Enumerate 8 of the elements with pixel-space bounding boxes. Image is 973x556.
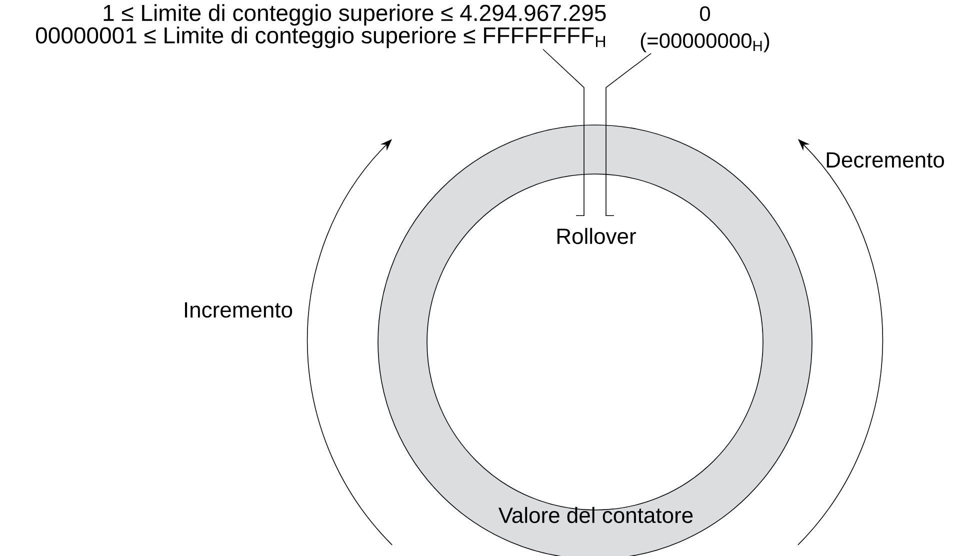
direction-label: Incremento xyxy=(185,302,292,318)
zero-text: 0 (=00000000$_{H}$) xyxy=(640,6,770,52)
leader-line xyxy=(542,48,584,216)
rollover-label: Rollover xyxy=(557,228,636,244)
ring-label: Valore del contatore xyxy=(498,506,693,524)
leader-line xyxy=(606,53,652,216)
limit-text: 1 ≤ Limite di conteggio superiore ≤ 4.294.967.295 00000001 ≤ Limite di conteggio superiore ≤ FFFFFFFF$_{H}$ xyxy=(36,4,606,48)
counter-ring xyxy=(378,124,812,556)
